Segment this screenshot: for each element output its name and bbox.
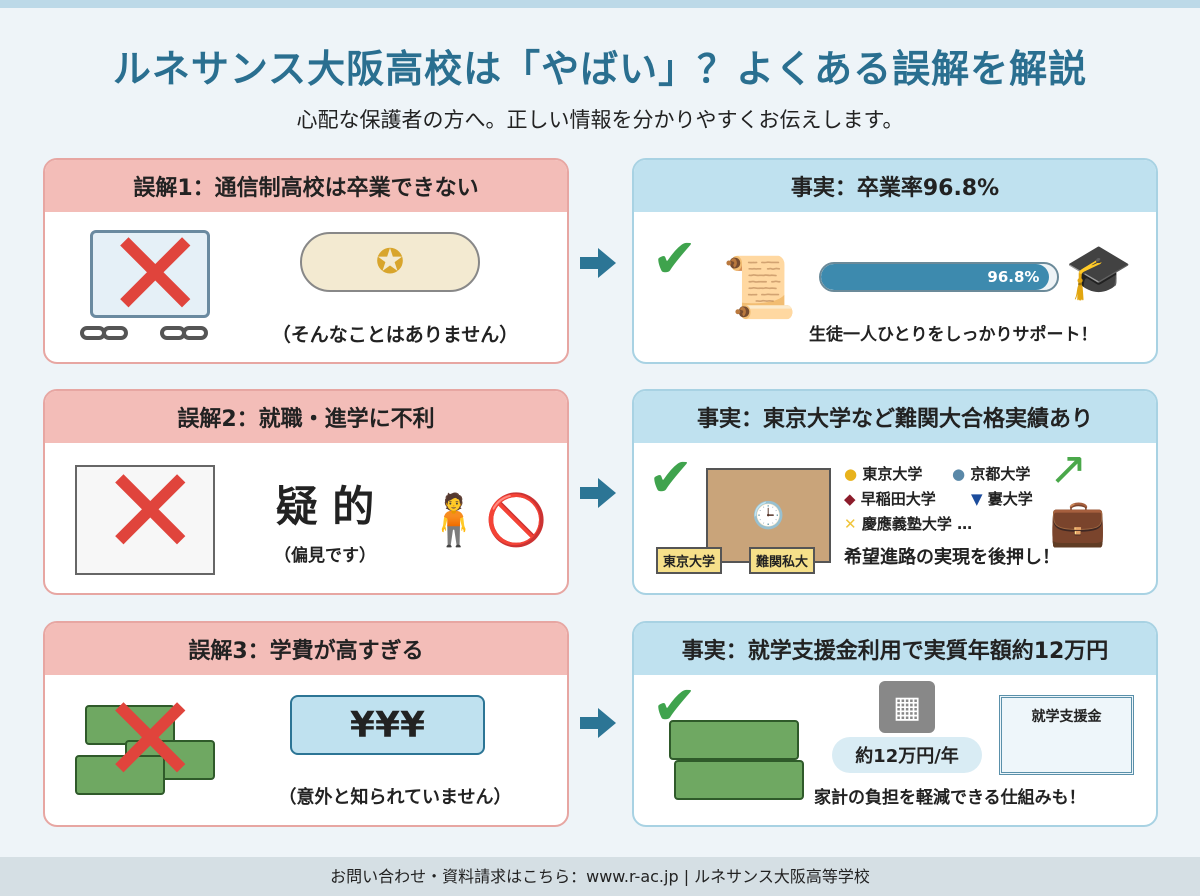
myth-title: 誤解2：就職・進学に不利	[45, 391, 567, 443]
certificate-icon	[90, 230, 210, 318]
check-icon: ✔	[648, 446, 694, 509]
money-stack-icon	[669, 720, 809, 810]
calculator-icon: ▦	[879, 681, 935, 733]
fact-card-3: 事実：就学支援金利用で実質年額約12万円 ✔ ▦ 約12万円/年 就学支援金 家…	[632, 621, 1158, 827]
cross-icon: ✕	[100, 443, 201, 582]
arrow-icon	[580, 708, 620, 738]
footer-contact: お問い合わせ・資料請求はこちら：www.r-ac.jp | ルネサンス大阪高等学…	[0, 857, 1200, 896]
money-stack-icon	[75, 695, 225, 805]
myth-title: 誤解3：学費が高すぎる	[45, 623, 567, 675]
page-title: ルネサンス大阪高校は「やばい」？よくある誤解を解説	[112, 47, 1088, 91]
myth-caption: （意外と知られていません）	[278, 787, 512, 808]
myth-card-1: 誤解1：通信制高校は卒業できない ✕ ✪ （そんなことはありません）	[43, 158, 569, 364]
tag-label: 難関私大	[749, 547, 816, 574]
myth-title: 誤解1：通信制高校は卒業できない	[45, 160, 567, 212]
fact-card-1: 事実：卒業率96.8% ✔ 📜 96.8% 🎓 生徒一人ひとりをしっかりサポート…	[632, 158, 1158, 364]
university-label: 慶應義塾大学	[861, 515, 952, 533]
annual-amount: 約12万円/年	[832, 737, 982, 773]
tag-label: 東京大学	[656, 547, 723, 574]
university-label: 寠大学	[987, 490, 1033, 508]
check-icon: ✔	[652, 674, 698, 737]
university-label: 早稲田大学	[860, 490, 936, 508]
fact-title: 事実：東京大学など難関大合格実績あり	[634, 391, 1156, 443]
university-name: ● 東京大学	[844, 465, 923, 483]
arrow-icon	[580, 248, 620, 278]
university-name: ● 京都大学	[952, 465, 1031, 483]
fact-caption: 家計の負担を軽減できる仕組みも！	[814, 788, 1086, 808]
arrow-icon	[580, 478, 620, 508]
broken-chain-icon	[80, 324, 230, 344]
page-subtitle: 心配な保護者の方へ。正しい情報を分かりやすくお伝えします。	[296, 108, 904, 132]
university-name: ✕ 慶應義塾大学 …	[844, 515, 973, 533]
cross-icon: ✕	[105, 206, 206, 345]
people-road-icon: 🧍🚫	[422, 491, 548, 549]
top-bar	[0, 0, 1200, 8]
cross-icon: ✕	[100, 671, 201, 810]
prejudice-text: 疑 的	[275, 482, 375, 531]
myth-caption: （そんなことはありません）	[271, 324, 519, 346]
university-name: ◆ 早稲田大学	[844, 490, 936, 508]
price-tag: ¥¥¥	[290, 695, 485, 755]
fact-title: 事実：就学支援金利用で実質年額約12万円	[634, 623, 1156, 675]
diploma-graduation-cap-icon: 📜	[722, 252, 797, 323]
check-icon: ✔	[652, 227, 698, 290]
university-label: 京都大学	[970, 465, 1031, 483]
myth-card-3: 誤解3：学費が高すぎる ✕ ¥¥¥ （意外と知られていません）	[43, 621, 569, 827]
fact-card-2: 事実：東京大学など難関大合格実績あり ✔ 🕒 東京大学 難関私大 ● 東京大学 …	[632, 389, 1158, 595]
myth-card-2: 誤解2：就職・進学に不利 ✕ 疑 的 （偏見です） 🧍🚫	[43, 389, 569, 595]
growth-arrow-briefcase-icon: ↗💼	[1049, 441, 1107, 549]
graduate-student-icon: 🎓	[1065, 240, 1133, 303]
support-certificate: 就学支援金	[999, 695, 1134, 775]
university-label: …	[957, 515, 973, 533]
university-label: 東京大学	[862, 465, 923, 483]
fact-caption: 希望進路の実現を後押し！	[844, 547, 1060, 568]
progress-label: 96.8%	[821, 264, 1050, 290]
graduation-progress-bar: 96.8%	[819, 262, 1059, 292]
university-name: ▼ 寠大学	[971, 490, 1033, 508]
diploma-scroll-icon: ✪	[300, 232, 480, 292]
fact-title: 事実：卒業率96.8%	[634, 160, 1156, 212]
rejected-documents-icon	[75, 465, 215, 575]
myth-caption: （偏見です）	[274, 546, 376, 566]
fact-caption: 生徒一人ひとりをしっかりサポート！	[809, 325, 1098, 345]
